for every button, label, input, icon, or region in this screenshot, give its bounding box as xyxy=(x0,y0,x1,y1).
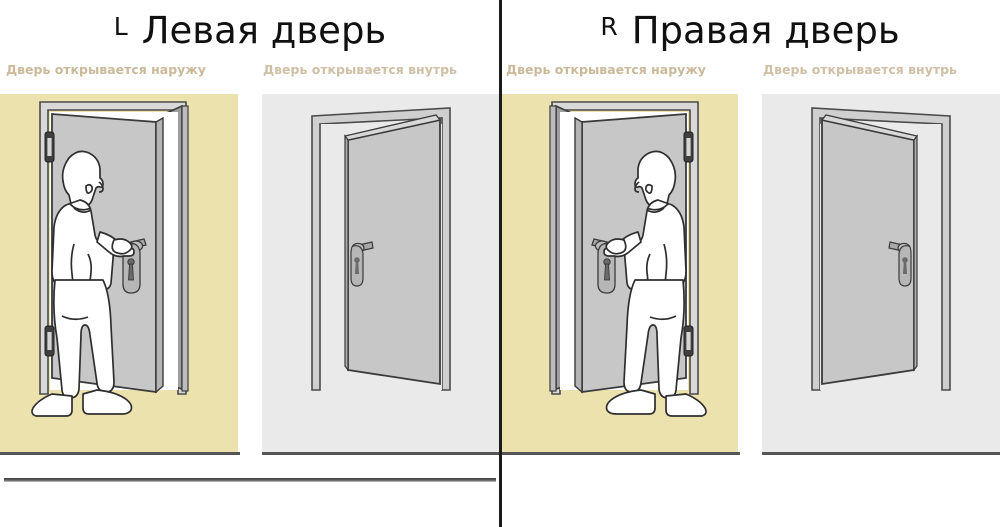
right-title: Правая дверь xyxy=(631,8,900,52)
scene-right-inward xyxy=(762,94,1000,452)
door-scene-left-outward-svg xyxy=(31,101,189,417)
right-caption-outward: Дверь открывается наружу xyxy=(506,62,706,77)
door-scene-right-inward-svg xyxy=(811,107,951,391)
door-leaf xyxy=(343,114,442,386)
person-figure xyxy=(31,150,135,417)
left-caption-outward: Дверь открывается наружу xyxy=(6,62,206,77)
scene-left-inward xyxy=(262,94,500,452)
door-hinge-bottom xyxy=(44,325,55,357)
right-title-row: R Правая дверь xyxy=(500,4,1000,56)
right-caption-inward: Дверь открывается внутрь xyxy=(763,62,957,77)
panel-right-door: R Правая дверь Дверь открывается наружу … xyxy=(500,0,1000,527)
left-caption-inward: Дверь открывается внутрь xyxy=(263,62,457,77)
door-handle xyxy=(888,241,912,287)
floor-line-left-a xyxy=(0,452,240,455)
scene-left-outward xyxy=(0,94,238,452)
scene-right-outward xyxy=(500,94,738,452)
left-title: Левая дверь xyxy=(141,8,387,52)
door-leaf xyxy=(820,114,919,386)
left-side-letter: L xyxy=(113,11,128,41)
door-hinge-top xyxy=(44,131,55,163)
floor-line-right-a xyxy=(500,452,740,455)
floor-line-left-b xyxy=(262,452,500,455)
panel-left-door: L Левая дверь Дверь открывается наружу Д… xyxy=(0,4,500,482)
door-handle xyxy=(122,238,147,294)
door-frame xyxy=(311,107,451,391)
door-hinge-top xyxy=(683,131,694,163)
center-divider xyxy=(499,0,502,527)
floor-line-right-b xyxy=(762,452,1000,455)
door-handle xyxy=(350,241,374,287)
person-figure xyxy=(603,150,707,417)
door-scene-left-inward-svg xyxy=(311,107,451,391)
door-frame xyxy=(811,107,951,391)
left-title-row: L Левая дверь xyxy=(0,4,500,56)
baseline-left xyxy=(4,478,496,482)
door-hinge-bottom xyxy=(683,325,694,357)
door-scene-right-outward-svg xyxy=(549,101,707,417)
right-side-letter: R xyxy=(600,11,618,41)
